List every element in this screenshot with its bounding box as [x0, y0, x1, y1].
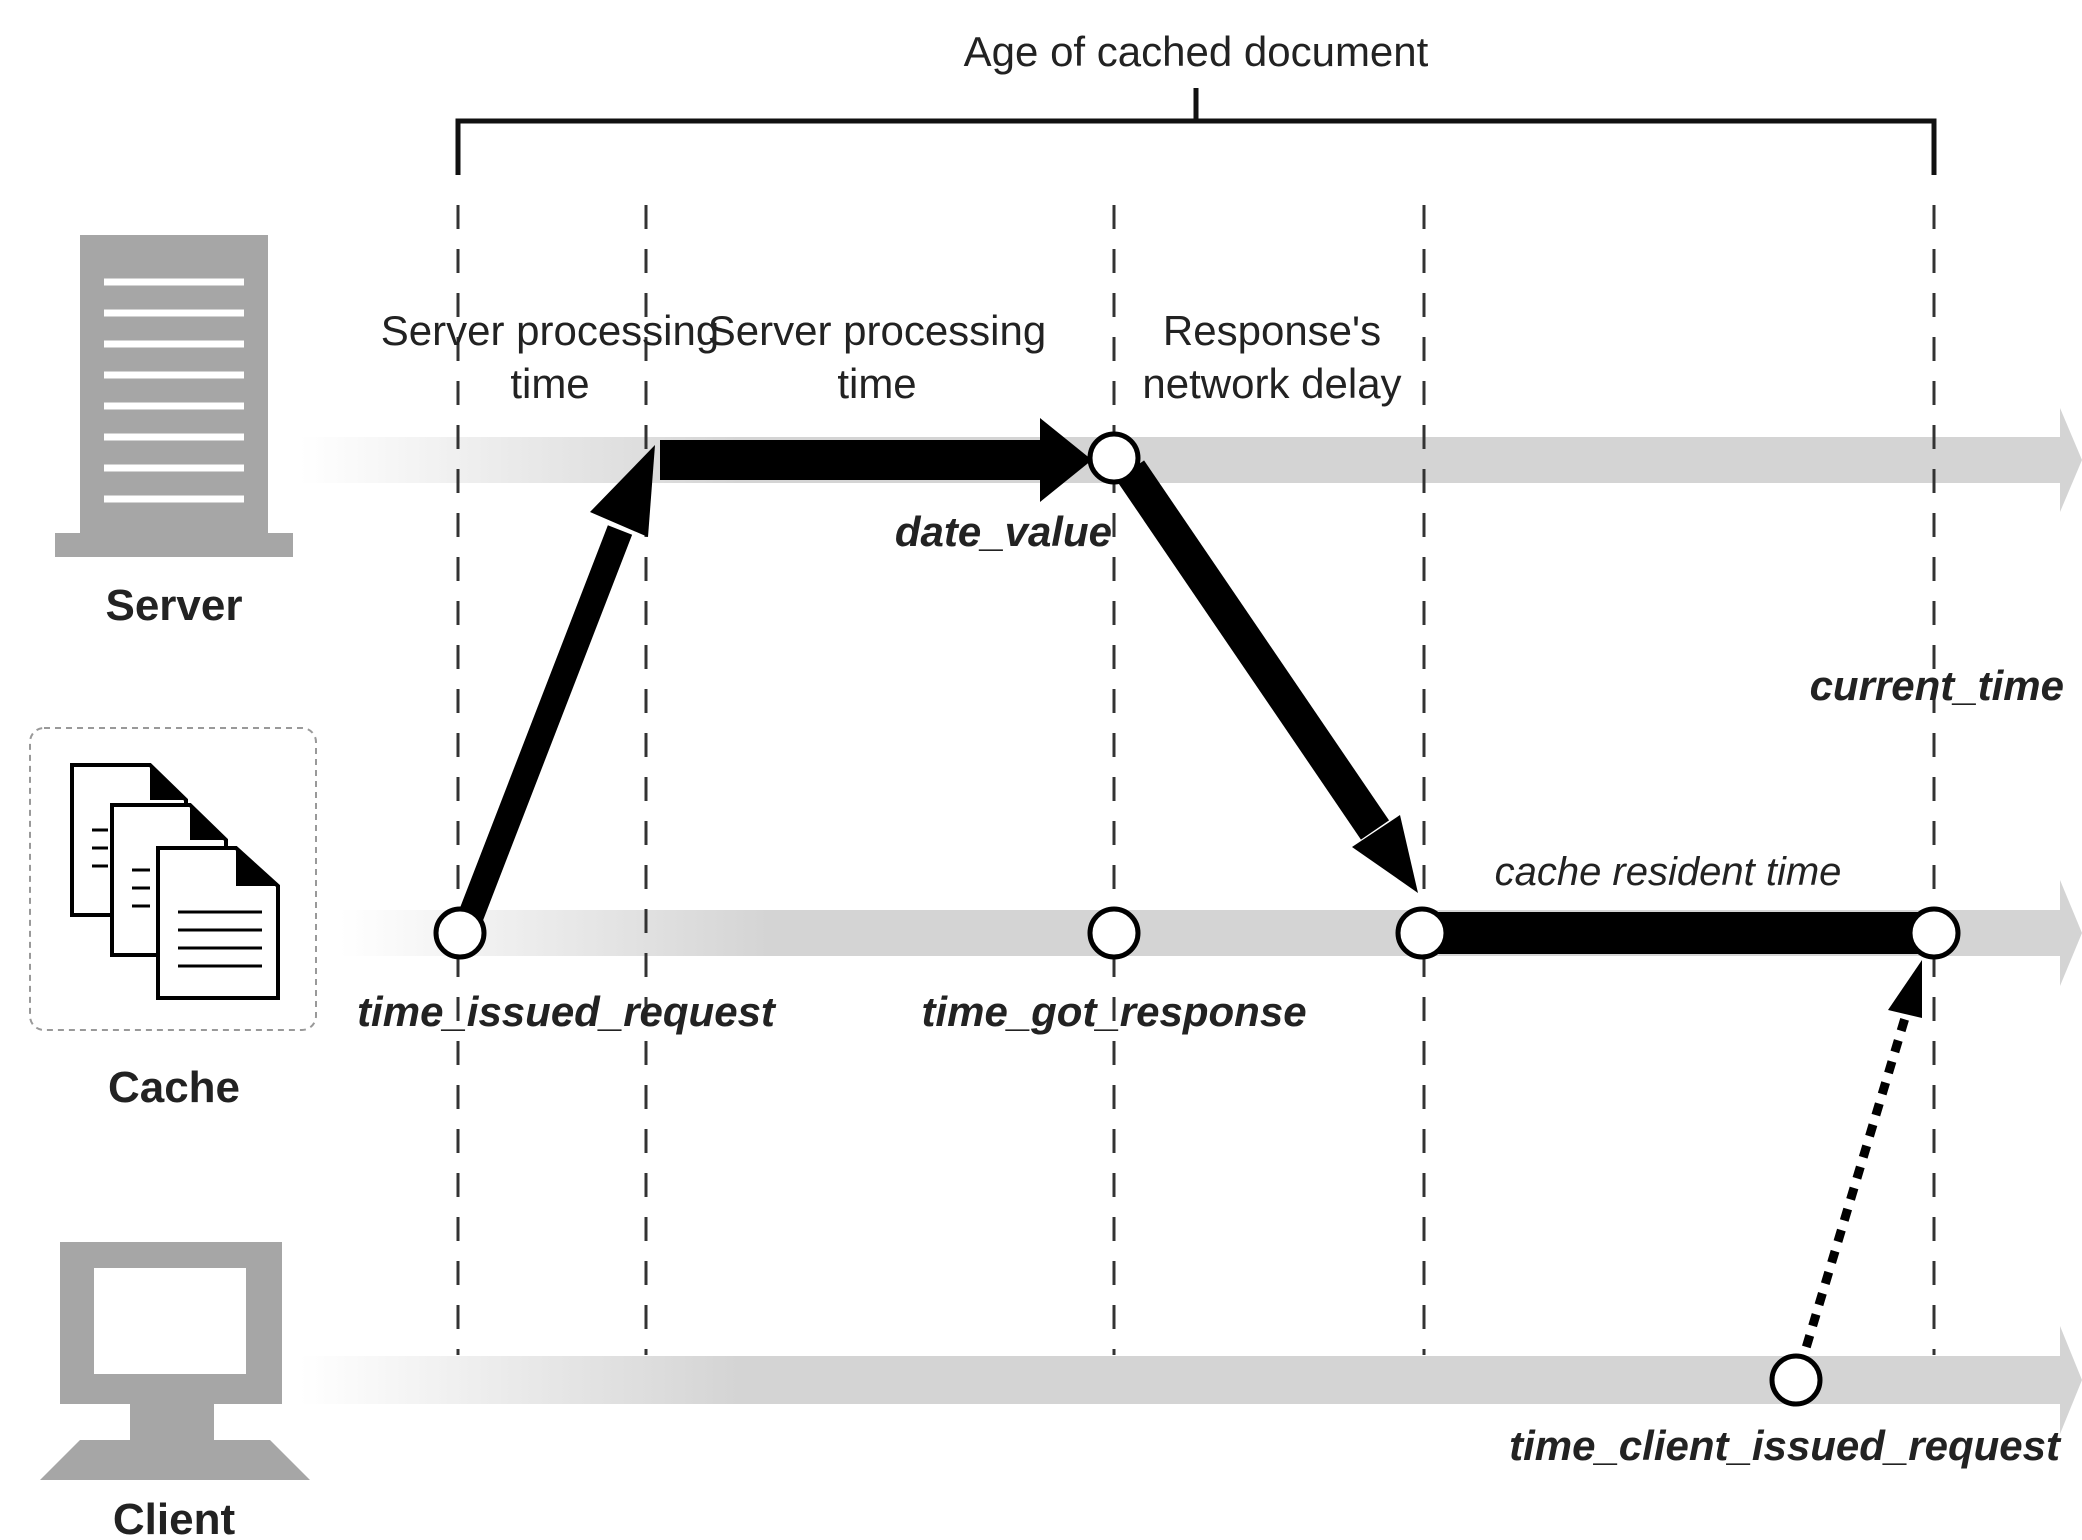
- label-time-got-response: time_got_response: [921, 988, 1306, 1035]
- response-arrow: [1115, 460, 1418, 893]
- client-lane: [300, 1326, 2082, 1434]
- svg-text:time: time: [510, 360, 589, 407]
- annotation-server-processing-2: Server processing time: [708, 307, 1046, 407]
- event-nodes: [433, 431, 1961, 1407]
- svg-text:network delay: network delay: [1142, 360, 1401, 407]
- svg-text:Server processing: Server processing: [708, 307, 1046, 354]
- cache-resident-bar: [1420, 912, 1934, 954]
- label-time-client-issued-request: time_client_issued_request: [1509, 1422, 2062, 1469]
- annotation-server-processing-1: Server processing time: [381, 307, 719, 407]
- timeline-lanes: [300, 408, 2082, 1434]
- age-label: Age of cached document: [964, 28, 1429, 75]
- cache-label: Cache: [108, 1063, 240, 1112]
- client-request-arrow: [1795, 960, 1922, 1370]
- label-time-issued-request: time_issued_request: [357, 988, 777, 1035]
- server-processing-arrow: [660, 418, 1092, 502]
- server-label: Server: [105, 581, 242, 630]
- age-bracket: [455, 88, 1937, 175]
- documents-icon: [29, 727, 317, 1031]
- node-time-client-issued-request: [1769, 1353, 1823, 1407]
- annotation-cache-resident-time: cache resident time: [1495, 850, 1842, 894]
- annotation-network-delay: Response's network delay: [1142, 307, 1401, 407]
- svg-text:Response's: Response's: [1163, 307, 1381, 354]
- server-lane: [300, 408, 2082, 512]
- client-label: Client: [113, 1495, 236, 1540]
- server-icon: [55, 235, 293, 557]
- node-time-issued-request: [433, 906, 487, 960]
- time-markers: [456, 205, 1936, 1355]
- request-arrow: [457, 445, 655, 923]
- label-current-time: current_time: [1810, 662, 2064, 709]
- node-time-got-response: [1087, 906, 1141, 960]
- node-current-time: [1907, 906, 1961, 960]
- svg-text:time: time: [837, 360, 916, 407]
- node-date-value: [1087, 431, 1141, 485]
- svg-text:Server processing: Server processing: [381, 307, 719, 354]
- monitor-icon: [40, 1242, 310, 1480]
- node-response-arrival: [1395, 906, 1449, 960]
- label-date-value: date_value: [895, 508, 1112, 555]
